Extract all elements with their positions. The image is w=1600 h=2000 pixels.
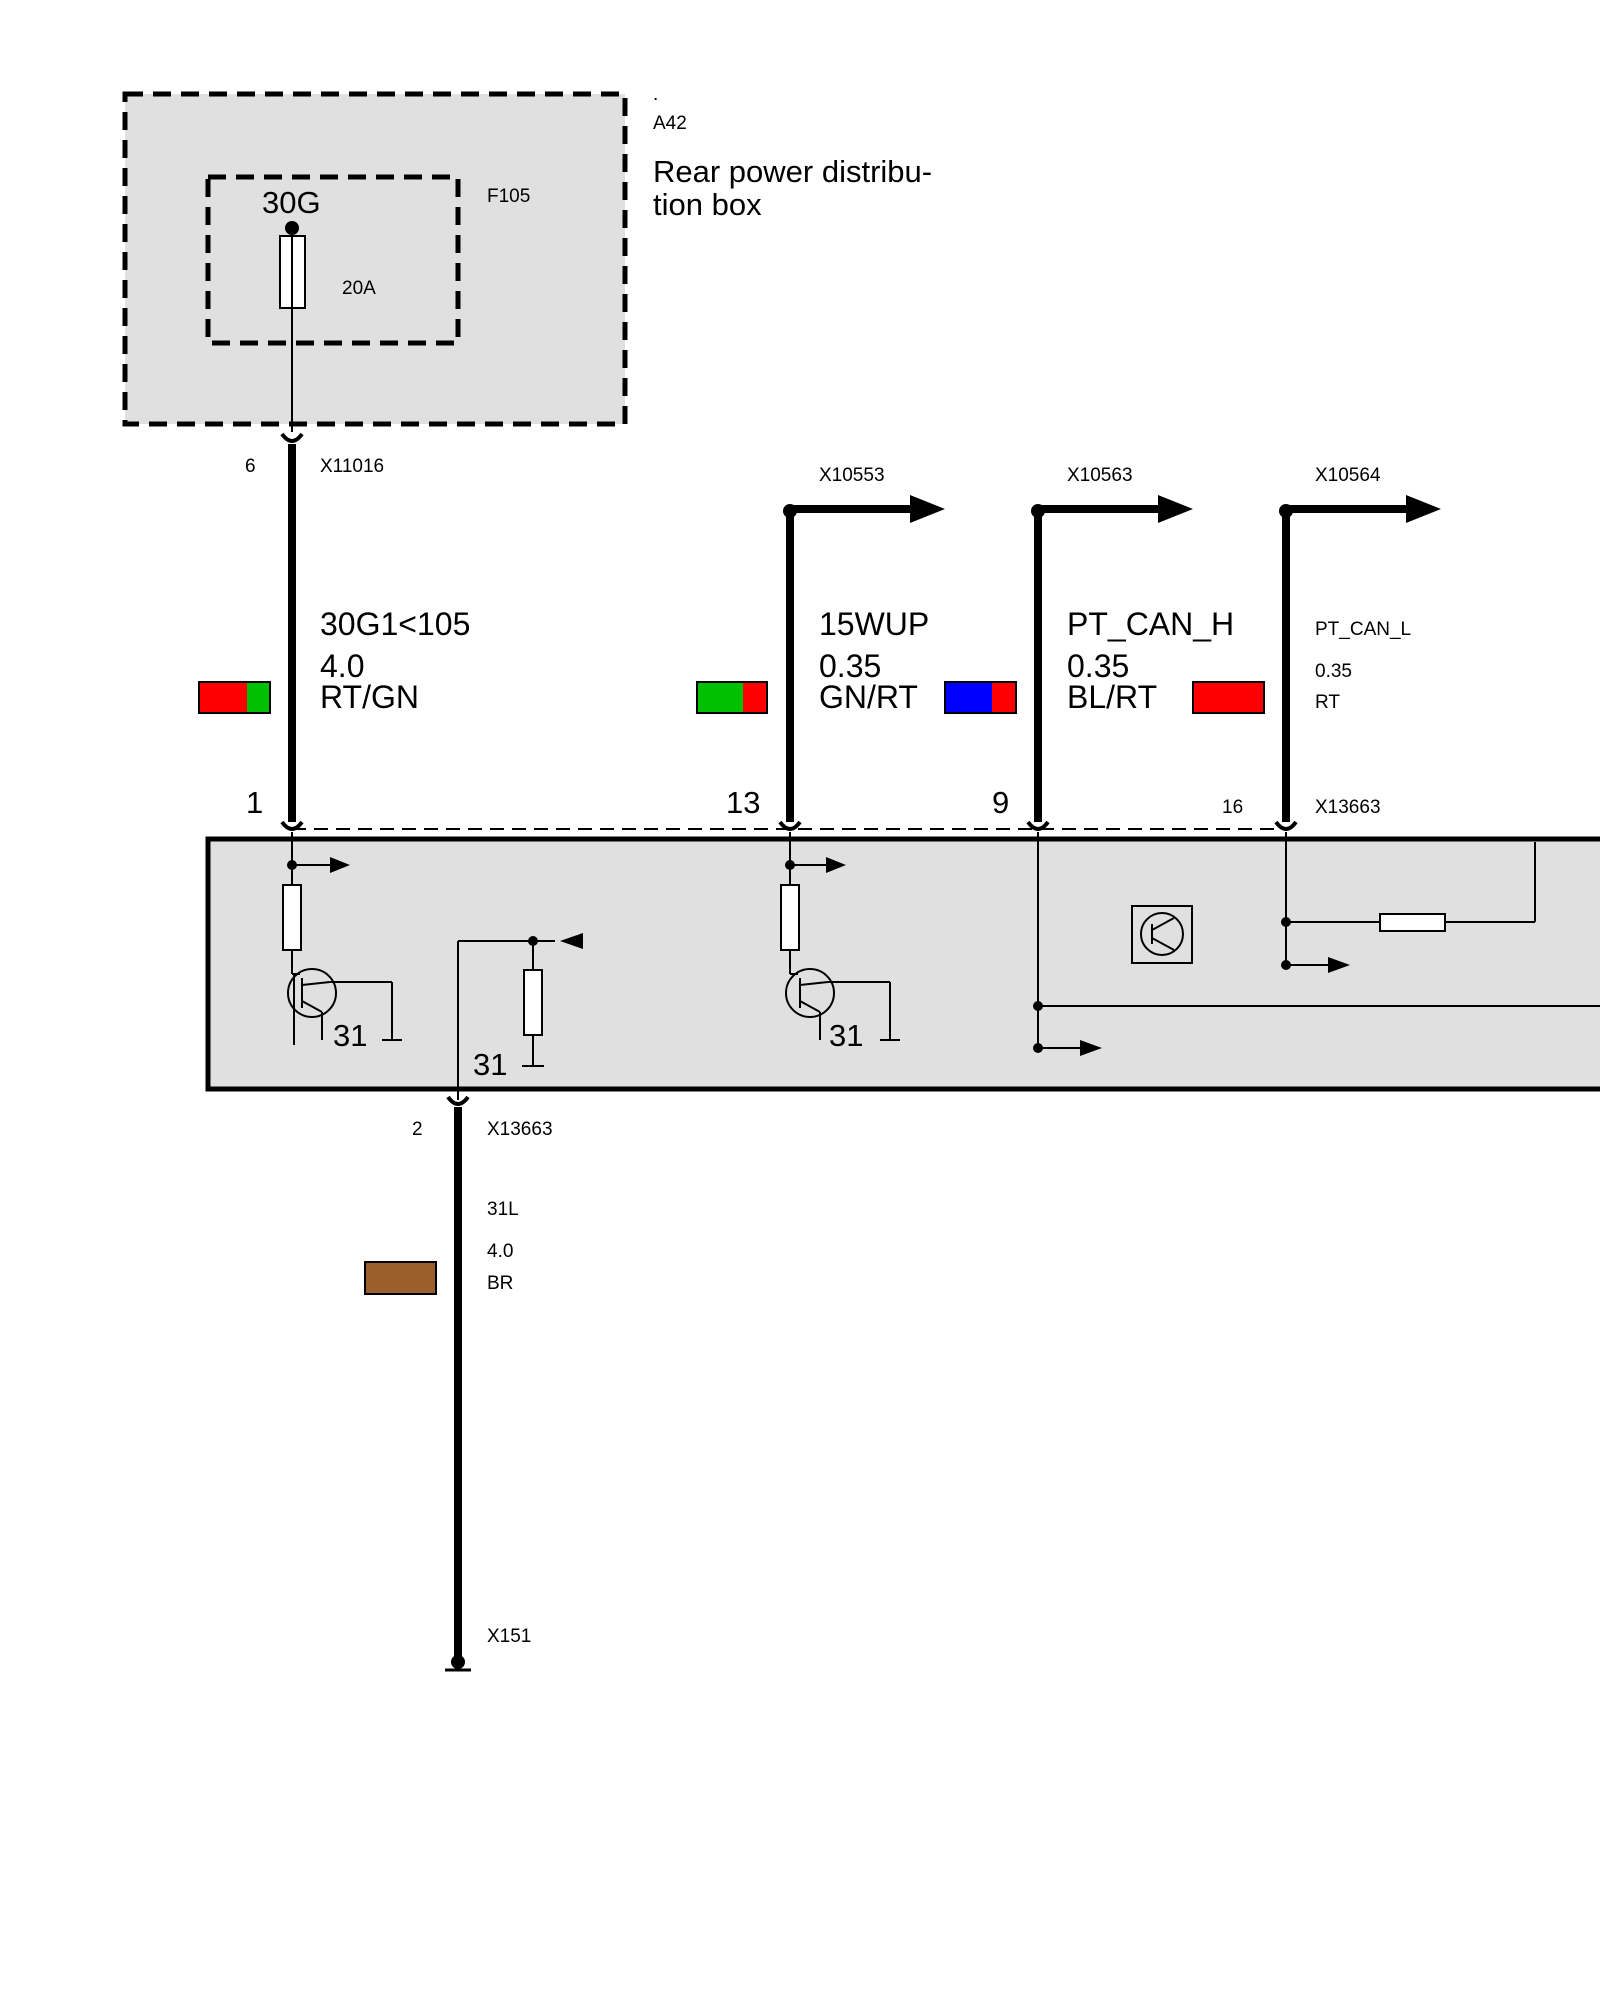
pin13-arrow-icon — [826, 857, 846, 873]
can-terminating-resistor — [1379, 913, 1446, 932]
ground-label-2: 31 — [473, 1047, 507, 1082]
wire-30g1-name: 30G1<105 — [320, 606, 470, 642]
wire-pt-can-h-arrow-icon — [1158, 495, 1193, 523]
ground-label-3: 31 — [829, 1018, 863, 1053]
wire-15wup-gauge: 0.35 — [819, 648, 881, 684]
can-h-arrow-icon — [1080, 1040, 1102, 1056]
pin13-junction — [785, 860, 795, 870]
pin1-arrow-icon — [330, 857, 350, 873]
can-l-junction — [1281, 917, 1291, 927]
pin2-junction — [528, 936, 538, 946]
wire-30g1-color-code: RT/GN — [320, 679, 419, 715]
pin1-transistor-icon — [287, 968, 337, 1040]
wire-pt-can-l-target: X10564 — [1315, 465, 1381, 486]
ground-wire-gauge: 4.0 — [487, 1241, 513, 1262]
pin1-resistor — [282, 884, 302, 951]
pin2-resistor — [523, 969, 543, 1036]
wire-30g1-pin: 1 — [246, 785, 263, 820]
wire-15wup-color-code: GN/RT — [819, 679, 918, 715]
pin13-transistor-icon — [785, 968, 835, 1040]
wire-pt-can-l-color-code: RT — [1315, 692, 1340, 713]
wire-15wup-arrow-icon — [910, 495, 945, 523]
wire-15wup-color-swatch — [696, 681, 768, 714]
pin2-arrow-icon — [560, 933, 583, 949]
wire-pt-can-h-gauge: 0.35 — [1067, 648, 1129, 684]
box-id: A42 — [653, 113, 687, 134]
module-connector-top-id: X13663 — [1315, 797, 1381, 818]
box-title-line1: Rear power distribu- — [653, 154, 932, 189]
ground-wire-name: 31L — [487, 1199, 519, 1220]
connector-top-pin: 6 — [245, 456, 256, 477]
terminal-30g-label: 30G — [262, 185, 321, 220]
wire-pt-can-l-gauge: 0.35 — [1315, 661, 1352, 682]
pin13-resistor — [780, 884, 800, 951]
fuse-id: F105 — [487, 186, 530, 207]
ground-label-1: 31 — [333, 1018, 367, 1053]
wire-pt-can-l-pin: 16 — [1222, 797, 1243, 818]
connector-x11016-symbol — [280, 432, 304, 443]
ground-wire-connector: X13663 — [487, 1119, 553, 1140]
wire-pt-can-h-name: PT_CAN_H — [1067, 606, 1234, 642]
fuse-rating: 20A — [342, 278, 376, 299]
input-circuit-pin13 — [789, 832, 900, 1041]
control-module — [205, 836, 1600, 1092]
can-l-arrow-icon — [1328, 957, 1350, 973]
wire-pt-can-h-color-swatch — [944, 681, 1017, 714]
ground-point-id: X151 — [487, 1626, 531, 1647]
can-transceiver-icon — [1131, 905, 1193, 964]
can-h-junction — [1033, 1001, 1043, 1011]
fuse-frame — [205, 174, 461, 346]
ground-wire-pin: 2 — [412, 1119, 423, 1140]
can-circuit — [1037, 832, 1600, 1049]
wire-30g1-gauge: 4.0 — [320, 648, 364, 684]
ground-wire-color-code: BR — [487, 1273, 513, 1294]
wire-pt-can-l-name: PT_CAN_L — [1315, 619, 1411, 640]
box-dot: . — [653, 84, 658, 105]
wire-pt-can-h-target: X10563 — [1067, 465, 1133, 486]
ground-point-icon — [445, 1655, 471, 1672]
can-l-junction-2 — [1281, 960, 1291, 970]
ground-wire-color-swatch — [364, 1261, 437, 1295]
wire-pt-can-h-color-code: BL/RT — [1067, 679, 1157, 715]
wire-15wup-target: X10553 — [819, 465, 885, 486]
pin1-junction — [287, 860, 297, 870]
box-title-line2: tion box — [653, 187, 762, 222]
can-h-junction-2 — [1033, 1043, 1043, 1053]
wire-15wup-pin: 13 — [726, 785, 760, 820]
wire-15wup-name: 15WUP — [819, 606, 929, 642]
module-pin-connectors — [280, 820, 1298, 831]
wire-pt-can-l-color-swatch — [1192, 681, 1265, 714]
connector-top-id: X11016 — [320, 456, 384, 477]
connector-x13663-pin2-symbol — [446, 1095, 470, 1106]
wire-pt-can-h-pin: 9 — [992, 785, 1009, 820]
wire-pt-can-l-arrow-icon — [1406, 495, 1441, 523]
wire-30g1-color-swatch — [198, 681, 271, 714]
